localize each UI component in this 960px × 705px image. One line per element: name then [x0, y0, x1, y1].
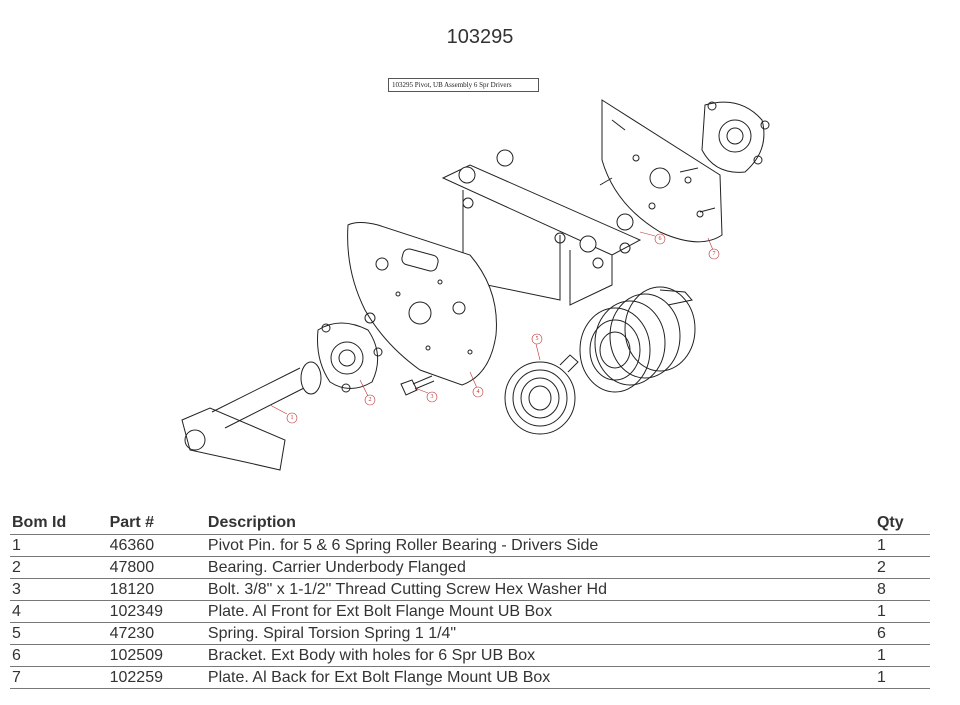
callout-7-label: 7 [713, 251, 716, 257]
cell-bom-id: 1 [10, 534, 108, 557]
cell-bom-id: 6 [10, 644, 108, 667]
cell-bom-id: 3 [10, 578, 108, 601]
table-row: 2 47800 Bearing. Carrier Underbody Flang… [10, 556, 930, 579]
front-plate-drawing [347, 222, 497, 386]
cell-bom-id: 4 [10, 600, 108, 623]
callout-4-label: 4 [477, 389, 480, 395]
table-row: 5 47230 Spring. Spiral Torsion Spring 1 … [10, 622, 930, 645]
cell-qty: 1 [874, 600, 930, 623]
table-row: 1 46360 Pivot Pin. for 5 & 6 Spring Roll… [10, 534, 930, 557]
cell-qty: 1 [874, 666, 930, 689]
back-plate-drawing [599, 99, 723, 243]
pivot-pin-drawing [181, 361, 322, 471]
callout-1-label: 1 [291, 415, 294, 421]
cell-bom-id: 5 [10, 622, 108, 645]
cell-description: Bearing. Carrier Underbody Flanged [205, 556, 875, 579]
cell-description: Spring. Spiral Torsion Spring 1 1/4" [205, 622, 875, 645]
header-qty: Qty [874, 512, 930, 535]
cell-description: Bolt. 3/8" x 1-1/2" Thread Cutting Screw… [205, 578, 875, 601]
header-part-number: Part # [107, 512, 206, 535]
spiral-spring-drawing [504, 354, 579, 435]
cell-description: Plate. Al Back for Ext Bolt Flange Mount… [205, 666, 875, 689]
cell-part-number: 102349 [107, 600, 206, 623]
back-bearing-drawing [701, 101, 770, 173]
cell-qty: 1 [874, 644, 930, 667]
header-bom-id: Bom Id [10, 512, 108, 535]
exploded-assembly-diagram: 1 2 3 4 5 6 7 [160, 72, 800, 492]
callout-5-label: 5 [536, 336, 539, 342]
diagram-caption: 103295 Pivot, UB Assembly 6 Spr Drivers [388, 78, 539, 92]
callout-6-label: 6 [659, 236, 662, 242]
cell-description: Plate. Al Front for Ext Bolt Flange Moun… [205, 600, 875, 623]
front-bearing-drawing [317, 322, 383, 393]
cell-part-number: 102259 [107, 666, 206, 689]
callout-6-circle [654, 233, 666, 245]
callout-3-circle [426, 391, 438, 403]
cell-part-number: 47230 [107, 622, 206, 645]
callout-leaders [269, 231, 714, 415]
bom-table: Bom Id Part # Description Qty 1 46360 Pi… [10, 512, 930, 689]
bracket-drawing [441, 149, 642, 306]
cell-qty: 1 [874, 534, 930, 557]
table-row: 6 102509 Bracket. Ext Body with holes fo… [10, 644, 930, 667]
spring-stack-drawing [579, 286, 696, 393]
callout-4-circle [472, 386, 484, 398]
cell-description: Pivot Pin. for 5 & 6 Spring Roller Beari… [205, 534, 875, 557]
cell-part-number: 46360 [107, 534, 206, 557]
cell-bom-id: 2 [10, 556, 108, 579]
cell-qty: 2 [874, 556, 930, 579]
header-description: Description [205, 512, 875, 535]
cell-qty: 6 [874, 622, 930, 645]
cell-part-number: 102509 [107, 644, 206, 667]
table-row: 4 102349 Plate. Al Front for Ext Bolt Fl… [10, 600, 930, 623]
callout-3-label: 3 [431, 394, 434, 400]
callout-5-circle [531, 333, 543, 345]
bolt-drawing [400, 375, 435, 396]
page-title: 103295 [446, 26, 514, 48]
callout-2-label: 2 [369, 397, 372, 403]
table-row: 3 18120 Bolt. 3/8" x 1-1/2" Thread Cutti… [10, 578, 930, 601]
table-header-row: Bom Id Part # Description Qty [10, 512, 930, 535]
cell-qty: 8 [874, 578, 930, 601]
callout-7-circle [708, 248, 720, 260]
cell-part-number: 47800 [107, 556, 206, 579]
callout-2-circle [364, 394, 376, 406]
table-row: 7 102259 Plate. Al Back for Ext Bolt Fla… [10, 666, 930, 689]
callout-1-circle [286, 412, 298, 424]
cell-description: Bracket. Ext Body with holes for 6 Spr U… [205, 644, 875, 667]
cell-bom-id: 7 [10, 666, 108, 689]
cell-part-number: 18120 [107, 578, 206, 601]
